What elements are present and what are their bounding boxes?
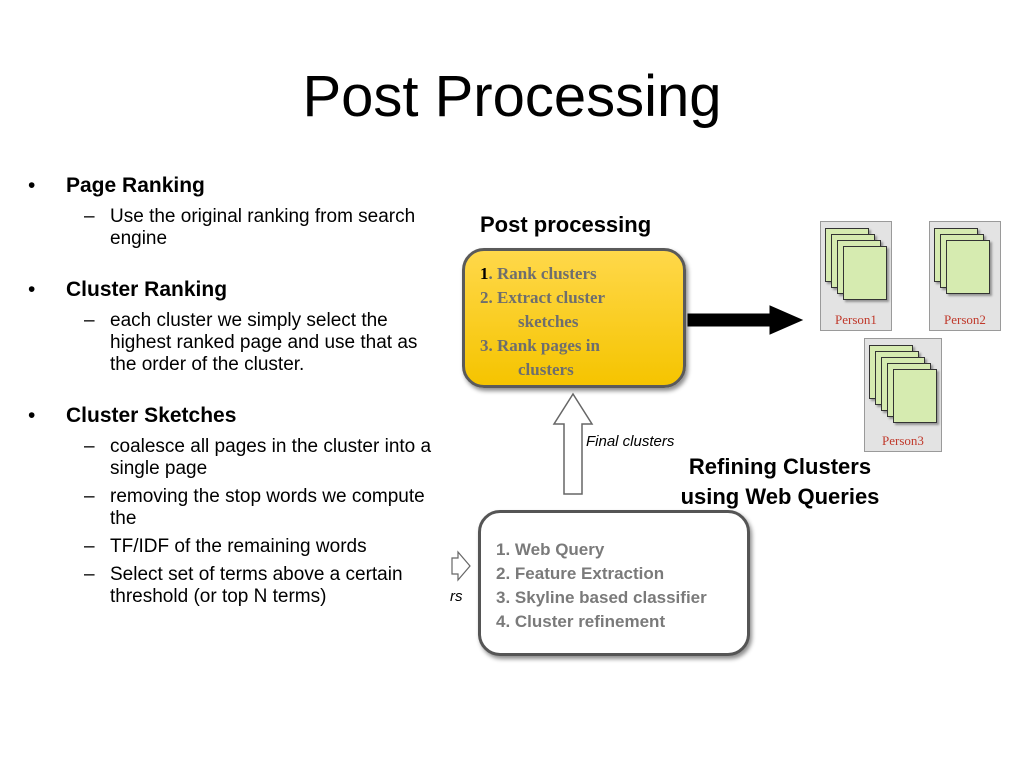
refining-title-line: Refining Clusters: [688, 454, 872, 479]
page-icon: [946, 240, 990, 294]
step-text: sketches: [518, 312, 579, 331]
bullet-heading: Cluster Ranking: [66, 278, 228, 301]
sub-bullet: –coalesce all pages in the cluster into …: [84, 436, 432, 479]
refine-step: 1. Web Query: [496, 540, 605, 559]
refining-title-line: using Web Queries: [680, 484, 880, 509]
step-text: 2. Extract cluster: [480, 288, 606, 307]
step-text: 3. Rank pages in: [480, 336, 600, 355]
bullet-cluster-sketches: •Cluster Sketches: [28, 404, 237, 427]
person-label: Person3: [882, 433, 924, 448]
sub-bullet-text: Use the original ranking from search eng…: [110, 206, 416, 249]
bullet-list: •Page Ranking –Use the original ranking …: [28, 172, 448, 608]
person1-cluster: Person1: [820, 221, 892, 331]
bullet-page-ranking: •Page Ranking: [28, 174, 205, 197]
sub-bullet: –Select set of terms above a certain thr…: [84, 564, 403, 607]
page-icon: [843, 246, 887, 300]
person3-cluster: Person3: [864, 338, 942, 452]
clipped-label: rs: [450, 588, 463, 605]
post-processing-label: Post processing: [480, 212, 652, 237]
refine-step: 3. Skyline based classifier: [496, 588, 707, 607]
refine-step: 4. Cluster refinement: [496, 612, 666, 631]
step-text: clusters: [518, 360, 574, 379]
bullet-cluster-ranking: •Cluster Ranking: [28, 278, 228, 301]
output-arrow: [687, 305, 804, 335]
person-label: Person2: [944, 312, 986, 327]
sub-bullet-text: Select set of terms above a certain thre…: [110, 564, 403, 607]
sub-bullet: –TF/IDF of the remaining words: [84, 536, 367, 557]
final-clusters-arrow: [552, 392, 594, 495]
person-label: Person1: [835, 312, 877, 327]
final-clusters-label: Final clusters: [586, 433, 675, 450]
sub-bullet-text: coalesce all pages in the cluster into a…: [110, 436, 432, 479]
post-processing-box: [462, 248, 686, 388]
sub-bullet: –Use the original ranking from search en…: [84, 206, 416, 249]
refining-box: [478, 510, 750, 656]
page-icon: [893, 369, 937, 423]
refine-step: 2. Feature Extraction: [496, 564, 665, 583]
slide-title: Post Processing: [302, 64, 722, 129]
post-processing-steps: 1. Rank clusters 2. Extract cluster sket…: [480, 262, 605, 382]
bullet-heading: Page Ranking: [66, 174, 205, 197]
sub-bullet-text: removing the stop words we compute the: [110, 486, 425, 529]
step-number: 1: [480, 264, 489, 283]
sub-bullet: –removing the stop words we compute the: [84, 486, 425, 529]
sub-bullet-text: TF/IDF of the remaining words: [110, 536, 367, 557]
sub-bullet: –each cluster we simply select the highe…: [84, 310, 418, 375]
refining-steps: 1. Web Query 2. Feature Extraction 3. Sk…: [496, 538, 707, 634]
person2-cluster: Person2: [929, 221, 1001, 331]
bullet-heading: Cluster Sketches: [66, 404, 237, 427]
sub-bullet-text: each cluster we simply select the highes…: [110, 310, 418, 375]
refining-clusters-title: Refining Clusters using Web Queries: [650, 452, 910, 512]
step-text: . Rank clusters: [488, 264, 597, 283]
clipped-input-arrow: [451, 550, 471, 582]
